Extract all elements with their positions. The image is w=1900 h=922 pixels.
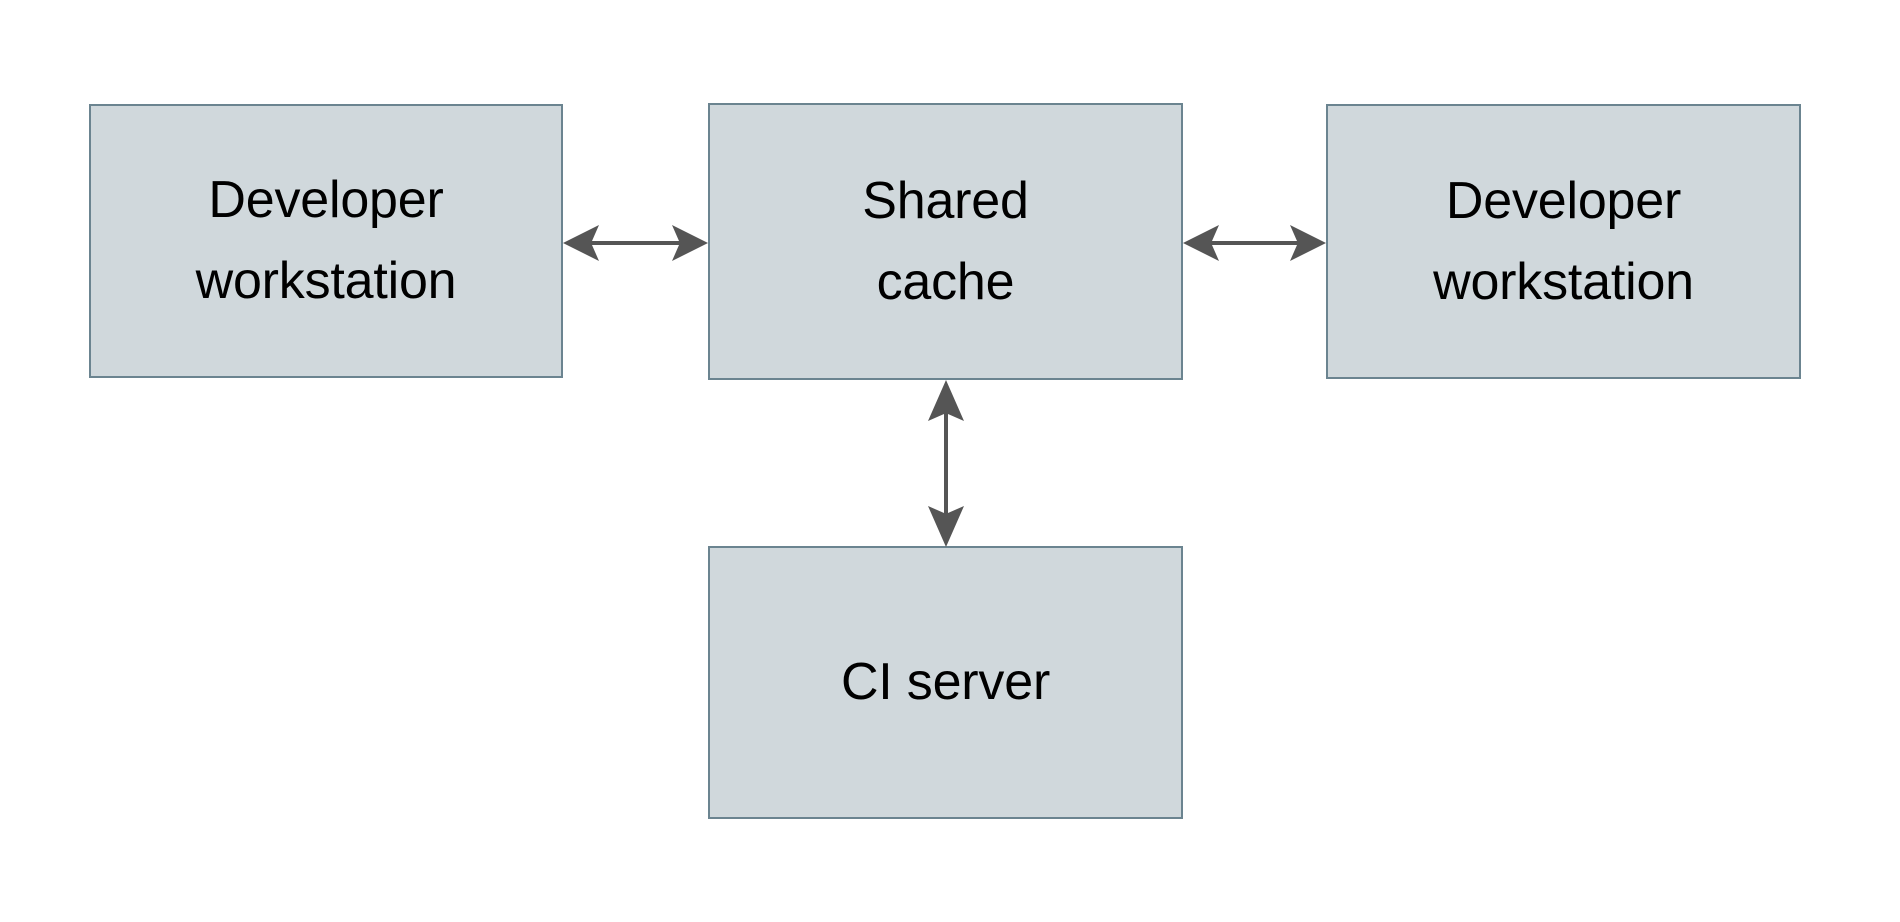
node-ci-server[interactable]: CI server xyxy=(708,546,1183,819)
edge-shared-cache-to-developer-workstation-right xyxy=(1183,225,1326,261)
edge-shared-cache-to-ci-server xyxy=(928,380,964,547)
double-arrow-icon xyxy=(1183,225,1326,261)
edge-developer-workstation-left-to-shared-cache xyxy=(563,225,708,261)
double-arrow-icon xyxy=(928,380,964,547)
node-developer-workstation-right[interactable]: Developer workstation xyxy=(1326,104,1801,379)
node-shared-cache[interactable]: Shared cache xyxy=(708,103,1183,380)
node-developer-workstation-left[interactable]: Developer workstation xyxy=(89,104,563,378)
double-arrow-icon xyxy=(563,225,708,261)
